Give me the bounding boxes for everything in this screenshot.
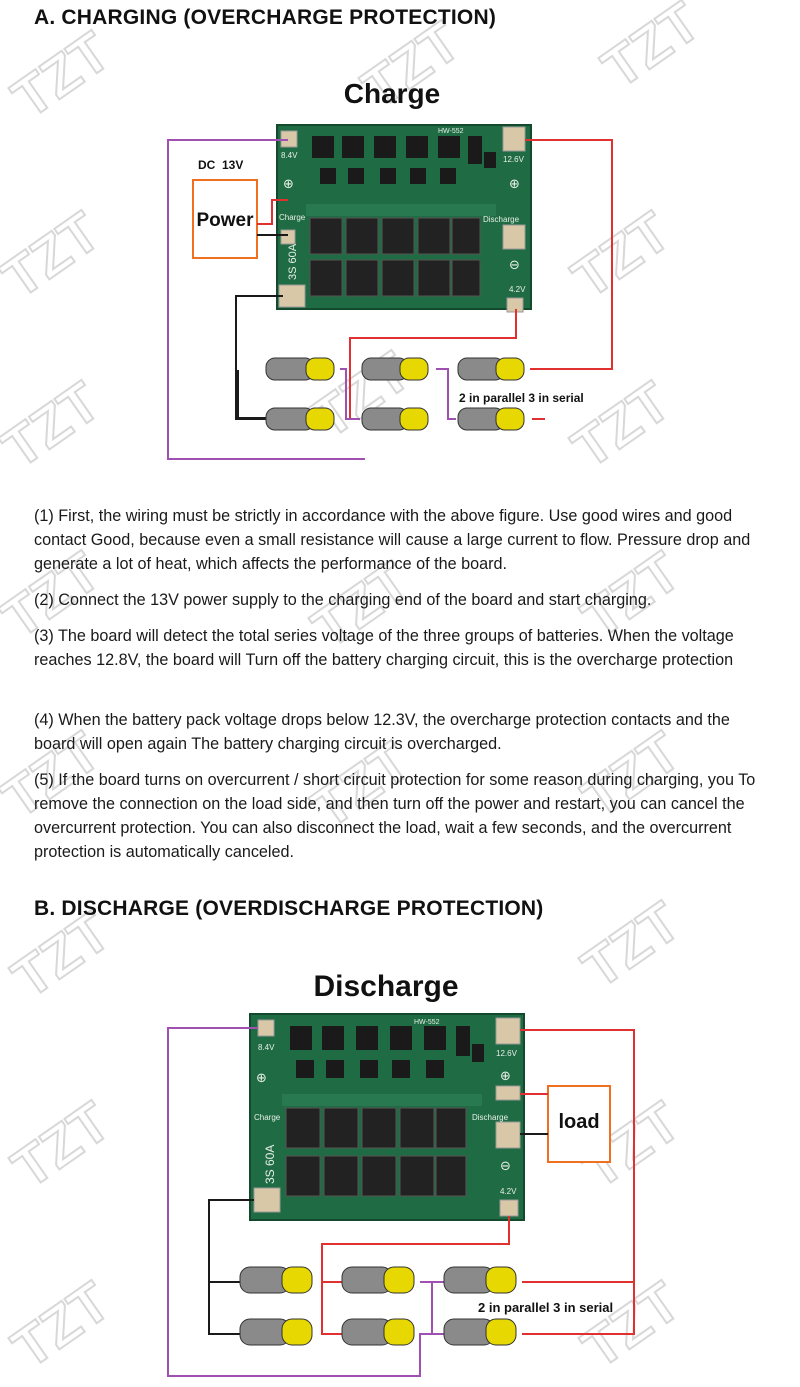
diagram-heading: Charge bbox=[344, 78, 440, 109]
load-box bbox=[547, 1085, 611, 1163]
red-wire bbox=[257, 199, 288, 225]
label-rating: 3S 60A bbox=[263, 1145, 277, 1184]
minus-symbol: ⊖ bbox=[509, 257, 520, 272]
section-a-title: A. CHARGING (OVERCHARGE PROTECTION) bbox=[34, 6, 497, 29]
label-12v6: 12.6V bbox=[503, 155, 525, 164]
label-discharge: Discharge bbox=[472, 1113, 509, 1122]
red-wire bbox=[520, 1029, 635, 1283]
charge-wiring-diagram: Charge HW-552 bbox=[0, 70, 800, 470]
paragraph: (2) Connect the 13V power supply to the … bbox=[34, 591, 652, 609]
load-box-label: load bbox=[558, 1111, 599, 1133]
battery-cell-icon bbox=[341, 1318, 415, 1346]
supply-voltage-label: DC 13V bbox=[198, 158, 243, 172]
mosfet-icon bbox=[285, 1107, 467, 1197]
battery-cell-icon bbox=[443, 1318, 517, 1346]
purple-wire bbox=[436, 368, 456, 420]
plus-symbol: ⊕ bbox=[509, 176, 520, 191]
black-wire bbox=[235, 295, 283, 419]
paragraph: (4) When the battery pack voltage drops … bbox=[34, 711, 730, 753]
label-8v4: 8.4V bbox=[281, 151, 298, 160]
pack-config-label: 2 in parallel 3 in serial bbox=[478, 1300, 613, 1315]
label-8v4: 8.4V bbox=[258, 1043, 275, 1052]
black-wire bbox=[237, 370, 268, 420]
power-box-label: Power bbox=[196, 210, 254, 231]
paragraph: (1) First, the wiring must be strictly i… bbox=[34, 507, 751, 573]
label-discharge: Discharge bbox=[483, 215, 520, 224]
battery-cell-icon bbox=[361, 357, 429, 381]
ic-row bbox=[290, 1026, 484, 1078]
label-4v2: 4.2V bbox=[509, 285, 526, 294]
paragraph: (3) The board will detect the total seri… bbox=[34, 627, 734, 669]
pack-config-label: 2 in parallel 3 in serial bbox=[459, 391, 584, 405]
battery-cell-icon bbox=[239, 1266, 313, 1294]
plus-symbol: ⊕ bbox=[283, 176, 294, 191]
red-wire bbox=[525, 139, 613, 370]
battery-cell-icon bbox=[341, 1266, 415, 1294]
solder-pad-icon bbox=[278, 126, 526, 313]
purple-wire bbox=[420, 1281, 433, 1334]
bms-board: HW-552 bbox=[276, 124, 532, 313]
purple-wire bbox=[167, 139, 365, 460]
red-wire bbox=[321, 1216, 510, 1335]
plus-symbol: ⊕ bbox=[500, 1068, 511, 1083]
label-charge: Charge bbox=[254, 1113, 281, 1122]
diagram-heading: Discharge bbox=[313, 970, 458, 1003]
section-b-title: B. DISCHARGE (OVERDISCHARGE PROTECTION) bbox=[34, 897, 544, 920]
black-wire bbox=[208, 1199, 254, 1335]
minus-symbol: ⊖ bbox=[500, 1158, 511, 1173]
board-model-label: HW-552 bbox=[438, 128, 464, 135]
power-box bbox=[192, 179, 258, 259]
battery-pack bbox=[265, 357, 525, 431]
battery-cell-icon bbox=[239, 1318, 313, 1346]
discharge-wiring-diagram: Discharge HW-552 bbox=[0, 962, 800, 1387]
label-rating: 3S 60A bbox=[287, 243, 299, 280]
purple-wire bbox=[167, 1027, 444, 1377]
plus-symbol: ⊕ bbox=[256, 1070, 267, 1085]
label-charge: Charge bbox=[279, 213, 306, 222]
paragraph: (5) If the board turns on overcurrent / … bbox=[34, 771, 756, 861]
red-wire bbox=[522, 1282, 635, 1335]
board-model-label: HW-552 bbox=[414, 1019, 440, 1026]
battery-pack bbox=[239, 1266, 517, 1346]
mosfet-icon bbox=[309, 217, 481, 297]
battery-cell-icon bbox=[265, 357, 335, 381]
label-4v2: 4.2V bbox=[500, 1187, 517, 1196]
ic-row bbox=[312, 136, 496, 184]
solder-pad-icon bbox=[253, 1017, 521, 1217]
battery-cell-icon bbox=[361, 407, 429, 431]
battery-cell-icon bbox=[457, 407, 525, 431]
battery-cell-icon bbox=[457, 357, 525, 381]
bms-board: HW-552 bbox=[249, 1013, 525, 1221]
battery-cell-icon bbox=[443, 1266, 517, 1294]
purple-wire bbox=[340, 368, 360, 420]
battery-cell-icon bbox=[265, 407, 335, 431]
label-12v6: 12.6V bbox=[496, 1049, 518, 1058]
